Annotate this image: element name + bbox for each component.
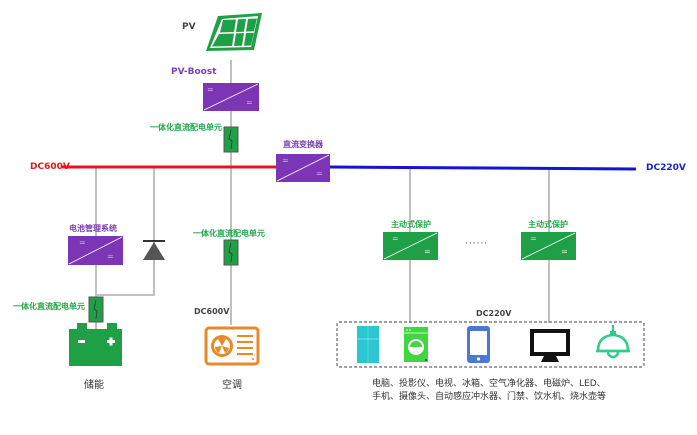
bms-label: 电池管理系统 [69, 224, 117, 233]
dc-unit-ac-switch [223, 239, 239, 266]
protection-1-eq-in: = [392, 234, 399, 243]
diode-icon [143, 240, 165, 260]
air-conditioner-icon [204, 326, 260, 366]
protection-2-eq-out: = [561, 247, 568, 256]
dc-unit-battery-switch [88, 296, 104, 323]
loads-box [336, 321, 645, 368]
bms-eq-in: = [79, 238, 86, 247]
refrigerator-icon [357, 326, 379, 363]
dc220-bus-label: DC220V [646, 163, 686, 173]
monitor-icon [530, 329, 570, 362]
dc-converter-eq-out: = [316, 169, 323, 178]
protection-2-eq-in: = [530, 234, 537, 243]
dc-unit-top-switch [223, 126, 239, 153]
pv-label: PV [182, 22, 196, 32]
loads-description-line1: 电脑、投影仪、电视、冰箱、空气净化器、电磁炉、LED、 [372, 379, 606, 389]
dc220-bus [329, 165, 637, 171]
battery-icon [69, 323, 122, 366]
dc600-bus-label: DC600V [30, 162, 70, 172]
battery-caption: 储能 [84, 380, 104, 391]
dc-unit-ac-label: 一体化直流配电单元 [193, 229, 265, 238]
loads-voltage-label: DC220V [476, 309, 512, 318]
ac-voltage-label: DC600V [194, 307, 230, 316]
pv-panel-icon [206, 13, 262, 51]
dc-converter [276, 154, 330, 182]
dc-converter-label: 直流变换器 [283, 140, 323, 149]
protection-2-converter [521, 232, 576, 260]
protection-1-eq-out: = [424, 247, 431, 256]
pv-boost-eq-in: = [207, 85, 214, 94]
loads-description-line2: 手机、摄像头、自动感应冲水器、门禁、饮水机、烧水壶等 [372, 392, 607, 402]
bms-converter [68, 236, 123, 265]
protection-1-label: 主动式保护 [391, 220, 431, 229]
pv-boost-eq-out: = [246, 98, 253, 107]
washing-machine-icon [404, 327, 428, 362]
protection-1-converter [383, 232, 438, 260]
pv-boost-label: PV-Boost [171, 67, 217, 77]
lamp-icon [596, 325, 630, 359]
dc-converter-eq-in: = [282, 156, 289, 165]
dc-unit-top-label: 一体化直流配电单元 [150, 123, 222, 132]
bms-eq-out: = [107, 252, 114, 261]
air-conditioner-caption: 空调 [222, 380, 242, 391]
dc-unit-battery-label: 一体化直流配电单元 [13, 302, 85, 311]
protection-2-label: 主动式保护 [528, 220, 568, 229]
pv-boost-converter [203, 83, 259, 111]
ellipsis-more-protections: ······ [465, 239, 489, 249]
phone-icon [467, 326, 490, 363]
